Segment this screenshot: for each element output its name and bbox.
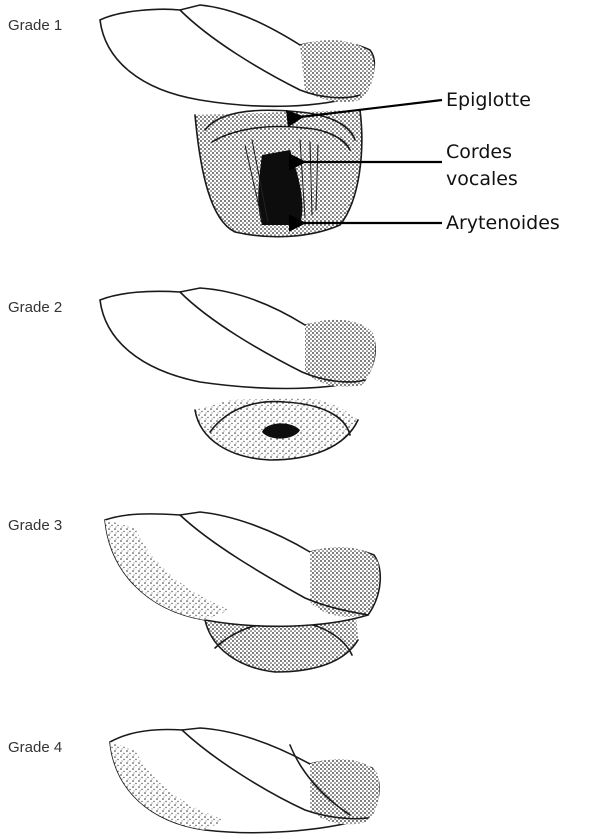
grade-3-illustration xyxy=(105,512,380,672)
grade-2-label: Grade 2 xyxy=(8,299,62,316)
cordes-label: Cordes xyxy=(446,141,512,163)
vocales-label: vocales xyxy=(446,168,518,190)
grade-4-illustration xyxy=(110,728,379,833)
grade-1-label: Grade 1 xyxy=(8,17,62,34)
grade-2-illustration xyxy=(100,288,375,460)
grade-3-label: Grade 3 xyxy=(8,517,62,534)
epiglotte-label: Epiglotte xyxy=(446,89,531,111)
arytenoides-label: Arytenoides xyxy=(446,212,560,234)
grade-4-label: Grade 4 xyxy=(8,739,62,756)
grade-1-illustration xyxy=(100,5,374,237)
